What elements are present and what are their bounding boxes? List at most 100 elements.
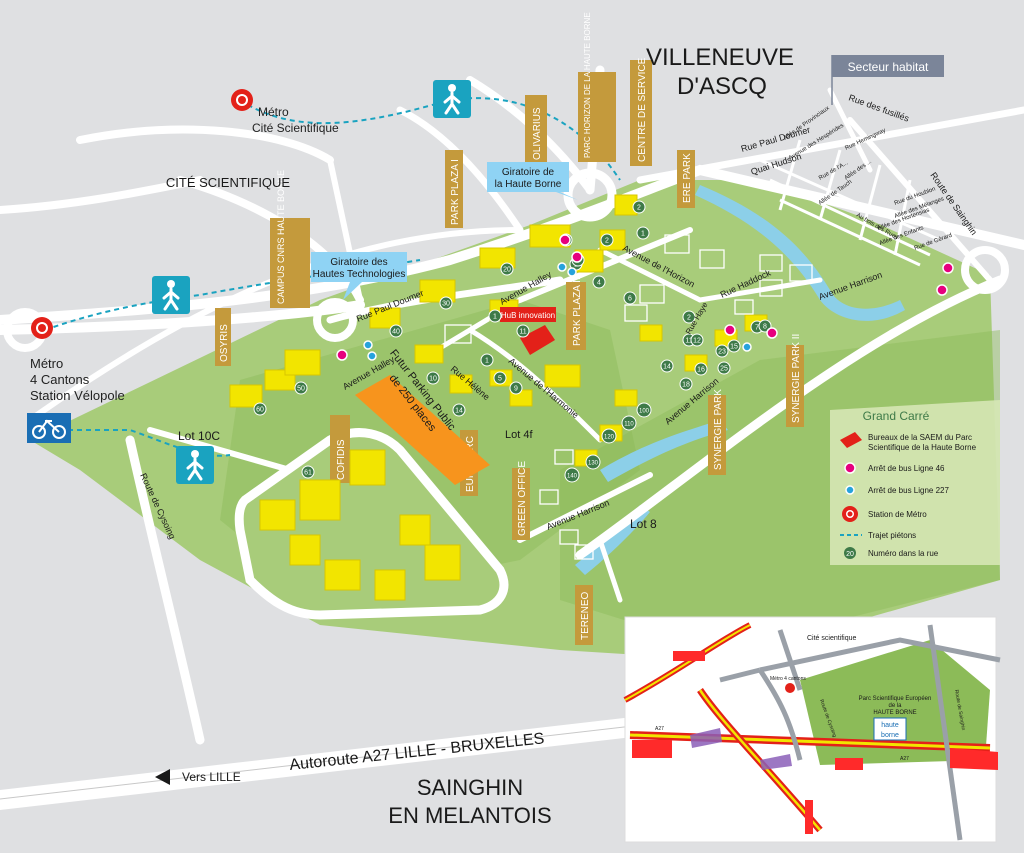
banner-cofidis-label: COFIDIS bbox=[336, 439, 347, 480]
street-number-marker bbox=[452, 403, 466, 417]
legend-metro-label: Station de Métro bbox=[868, 510, 927, 519]
legend-bus46-icon bbox=[844, 462, 856, 474]
street-number-marker bbox=[632, 200, 646, 214]
pedestrian-icons bbox=[152, 80, 471, 484]
street-number-text: 14 bbox=[455, 408, 463, 415]
city-sainghin-line2: EN MELANTOIS bbox=[388, 803, 551, 828]
building bbox=[284, 349, 321, 376]
street-number-marker bbox=[715, 344, 729, 358]
building bbox=[449, 374, 473, 394]
street-number-marker bbox=[660, 359, 674, 373]
street-number-text: 9 bbox=[514, 386, 518, 393]
street-number-text: 120 bbox=[604, 435, 615, 441]
pedestrian-icon bbox=[152, 276, 190, 314]
banner-tereneo bbox=[575, 585, 593, 645]
street-number-text: 16 bbox=[697, 367, 705, 374]
inset-logo-line1: haute bbox=[881, 722, 899, 729]
street-number-marker bbox=[679, 377, 693, 391]
inset-park bbox=[800, 640, 990, 765]
roundabout-east bbox=[961, 246, 1009, 294]
street-number-marker bbox=[623, 291, 637, 305]
street-number-text: 23 bbox=[718, 349, 726, 356]
giratoire-hautes-technologies-callout: Giratoire des Hautes Technologies bbox=[311, 252, 407, 300]
giratoire-ht-line2: Hautes Technologies bbox=[313, 269, 406, 280]
building bbox=[374, 569, 406, 601]
inset-parc-line1: Parc Scientifique Européen bbox=[859, 696, 932, 702]
banner-park-plaza-1-label: PARK PLAZA I bbox=[450, 159, 461, 225]
bus46-stop bbox=[336, 349, 348, 361]
bus46-stop bbox=[766, 327, 778, 339]
building bbox=[229, 384, 263, 408]
bus227-stop bbox=[567, 267, 577, 277]
street-number-text: 10 bbox=[429, 376, 437, 383]
inset-cite-label: Cité scientifique bbox=[807, 635, 857, 642]
street-number-text: 6 bbox=[628, 296, 632, 303]
banner-osyris-label: OSYRIS bbox=[219, 324, 230, 362]
building bbox=[639, 324, 663, 342]
street-number-marker bbox=[592, 275, 606, 289]
banner-olivarius bbox=[525, 95, 547, 163]
metro-4-cantons: Métro 4 Cantons Station Vélopole bbox=[27, 317, 125, 443]
banner-olivarius-label: OLIVARIUS bbox=[532, 107, 543, 160]
future-parking bbox=[355, 375, 490, 485]
street-number-marker bbox=[253, 402, 267, 416]
legend-numero-label: Numéro dans la rue bbox=[868, 549, 939, 558]
lot-10c-label: Lot 10C bbox=[178, 429, 220, 443]
banner-park-plaza-2-label: PARK PLAZA II bbox=[572, 277, 583, 346]
building bbox=[369, 307, 401, 329]
street-number-marker bbox=[564, 467, 580, 483]
building bbox=[324, 559, 361, 591]
banner-synergie-park-2-label: SYNERGIE PARK II bbox=[791, 334, 802, 423]
street-number-markers: 2121464620304050606111110141591101001201… bbox=[253, 200, 772, 483]
banner-centre-service-label: CENTRE DE SERVICE bbox=[637, 57, 648, 162]
street-number-marker bbox=[636, 402, 652, 418]
lot-4f-label: Lot 4f bbox=[505, 429, 533, 441]
bus227-stop bbox=[363, 340, 373, 350]
street-number-marker bbox=[500, 262, 514, 276]
street-number-marker bbox=[516, 324, 530, 338]
street-number-text: 2 bbox=[637, 205, 641, 212]
banner-parc-horizon-label: PARC HORIZON DE LA HAUTE BORNE bbox=[583, 12, 592, 158]
metro-cantons-label-1: Métro bbox=[30, 356, 63, 371]
street-number-text: 11 bbox=[685, 338, 692, 345]
street-number-text: 60 bbox=[256, 407, 264, 414]
autoroute-median bbox=[0, 723, 651, 800]
street-number-text: 110 bbox=[624, 422, 634, 428]
street-number-marker bbox=[480, 353, 494, 367]
inset-logo bbox=[873, 717, 907, 741]
banner-parc-horizon bbox=[578, 72, 616, 162]
bus227-stop bbox=[557, 262, 567, 272]
street-number-text: 1 bbox=[641, 231, 645, 238]
street-number-text: 2 bbox=[687, 315, 691, 322]
hub-innovation-label: HuB innovation bbox=[501, 311, 555, 320]
inset-parc-line3: HAUTE BORNE bbox=[873, 710, 916, 716]
street-number-marker bbox=[600, 233, 614, 247]
street-number-marker bbox=[509, 381, 523, 395]
bus46-stop bbox=[571, 251, 583, 263]
street-number-marker bbox=[682, 310, 696, 324]
metro-cite-label-2: Cité Scientifique bbox=[252, 121, 339, 135]
building bbox=[419, 279, 456, 303]
street-number-text: 8 bbox=[763, 324, 767, 331]
street-number-text: 100 bbox=[639, 409, 650, 415]
secteur-habitat-tag bbox=[832, 55, 944, 77]
bus-stops bbox=[336, 234, 954, 361]
secteur-habitat-label: Secteur habitat bbox=[848, 60, 929, 74]
street-number-marker bbox=[426, 371, 440, 385]
building bbox=[299, 479, 341, 521]
street-number-text: 30 bbox=[442, 301, 450, 308]
legend-saem-line1: Bureaux de la SAEM du Parc bbox=[868, 433, 972, 442]
river-north bbox=[695, 185, 905, 321]
autoroute-a27 bbox=[0, 715, 650, 810]
legend-trajet-label: Trajet piétons bbox=[868, 531, 916, 540]
banner-synergie-park-2 bbox=[786, 345, 804, 427]
building bbox=[349, 449, 386, 486]
legend-saem-line2: Scientifique de la Haute Borne bbox=[868, 443, 977, 452]
building bbox=[289, 534, 321, 566]
inset-parc-line2: de la bbox=[888, 703, 902, 709]
cite-scientifique-label: CITÉ SCIENTIFIQUE bbox=[166, 175, 291, 190]
bus46-stop bbox=[559, 234, 571, 246]
street-number-marker bbox=[301, 465, 315, 479]
pedestrian-icon bbox=[433, 80, 471, 118]
